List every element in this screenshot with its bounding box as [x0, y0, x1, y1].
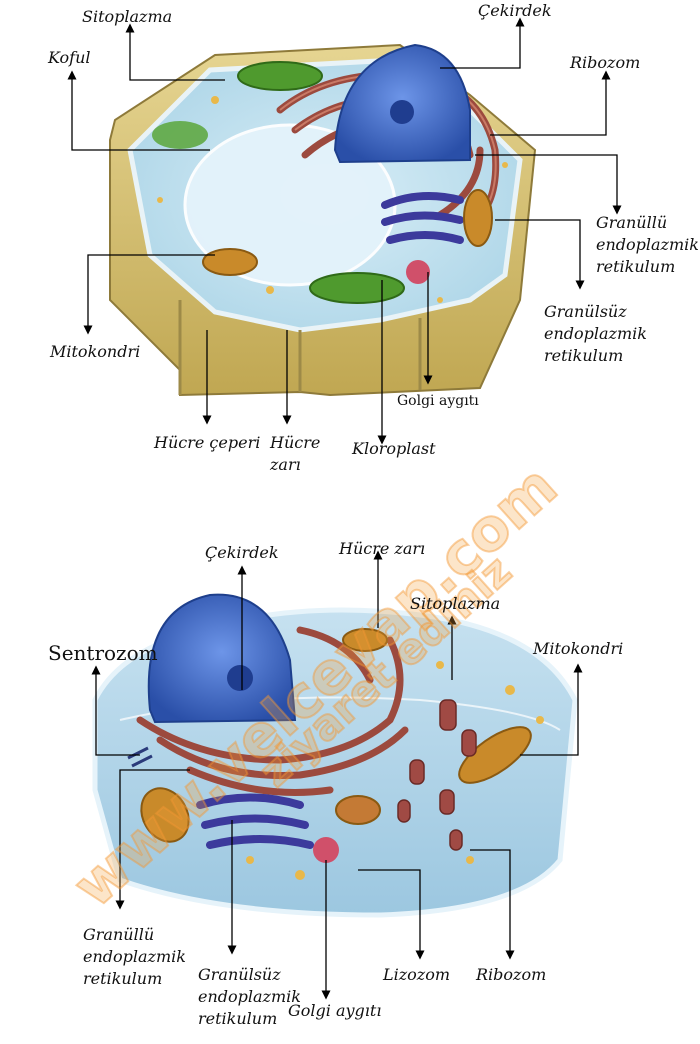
- label-plant-granulsuz-1: Granülsüz: [544, 302, 627, 321]
- animal-mitochondrion-left: [140, 787, 190, 843]
- label-plant-ribozom: Ribozom: [570, 53, 641, 72]
- label-animal-lizozom: Lizozom: [383, 965, 451, 984]
- animal-lysosome: [335, 795, 381, 825]
- label-plant-granullu-3: retikulum: [596, 257, 676, 276]
- animal-nucleus: [147, 593, 297, 724]
- label-animal-granullu-3: retikulum: [83, 969, 163, 988]
- animal-centrosome: [127, 746, 153, 768]
- label-animal-granulsuz-1: Granülsüz: [198, 965, 281, 984]
- label-plant-granullu-1: Granüllü: [596, 213, 668, 232]
- plant-golgi: [406, 260, 430, 284]
- label-plant-sitoplazma: Sitoplazma: [82, 7, 173, 26]
- label-plant-kloroplast: Kloroplast: [352, 439, 436, 458]
- label-plant-hucre-zari-2: zarı: [270, 455, 301, 474]
- label-plant-hucre-ceperi: Hücre çeperi: [154, 433, 261, 452]
- label-animal-ribozom: Ribozom: [476, 965, 547, 984]
- label-plant-granulsuz-3: retikulum: [544, 346, 624, 365]
- plant-pointer-lines: [67, 17, 622, 445]
- label-plant-cekirdek: Çekirdek: [478, 1, 552, 20]
- label-plant-mitokondri: Mitokondri: [50, 342, 141, 361]
- label-animal-sitoplazma: Sitoplazma: [410, 594, 501, 613]
- label-plant-granulsuz-2: endoplazmik: [544, 324, 647, 343]
- label-animal-granullu-2: endoplazmik: [83, 947, 186, 966]
- animal-pointer-lines: [91, 550, 583, 1000]
- label-plant-golgi: Golgi aygıtı: [397, 393, 479, 409]
- label-animal-cekirdek: Çekirdek: [205, 543, 279, 562]
- animal-golgi: [313, 837, 339, 863]
- label-animal-hucre-zari: Hücre zarı: [339, 539, 426, 558]
- plant-mitochondrion-left: [202, 248, 258, 276]
- label-animal-mitokondri: Mitokondri: [533, 639, 624, 658]
- label-animal-granullu-1: Granüllü: [83, 925, 155, 944]
- plant-smooth-er: [381, 192, 464, 244]
- label-animal-golgi: Golgi aygıtı: [288, 1001, 382, 1020]
- label-animal-granulsuz-3: retikulum: [198, 1009, 278, 1028]
- plant-cell-illustration: [109, 43, 537, 397]
- plant-chloroplast-top: [237, 61, 323, 91]
- plant-mitochondrion-right: [463, 189, 493, 247]
- animal-mitochondrion-right: [458, 726, 532, 784]
- animal-smooth-er: [196, 793, 314, 849]
- label-plant-koful: Koful: [48, 48, 91, 67]
- label-plant-granullu-2: endoplazmik: [596, 235, 699, 254]
- animal-rough-er: [136, 626, 409, 796]
- label-animal-granulsuz-2: endoplazmik: [198, 987, 301, 1006]
- animal-cell-illustration: [92, 593, 578, 918]
- label-animal-sentrozom: Sentrozom: [48, 641, 158, 665]
- label-plant-hucre-zari-1: Hücre: [270, 433, 321, 452]
- plant-chloroplast-bottom: [309, 272, 405, 304]
